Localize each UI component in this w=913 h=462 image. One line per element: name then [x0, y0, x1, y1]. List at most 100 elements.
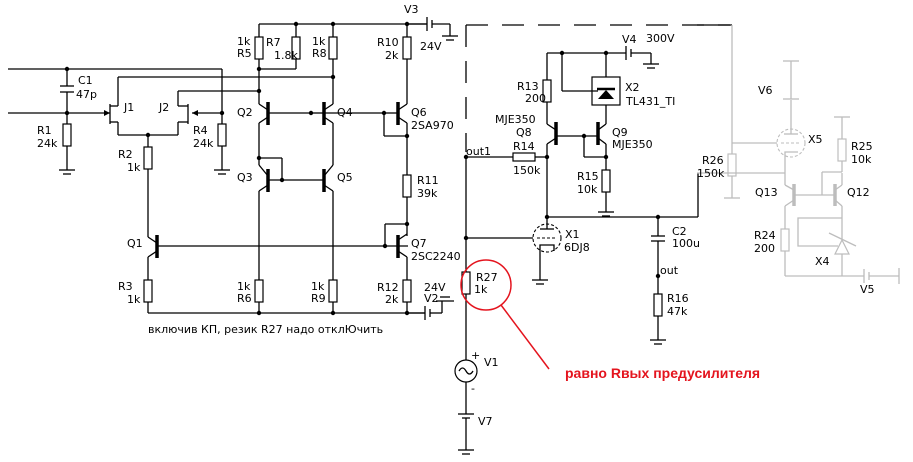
label-r11-value: 39k	[417, 187, 438, 200]
label-v1-minus: -	[471, 382, 475, 395]
resistor-R2	[143, 146, 153, 170]
label-q7-model: 2SC2240	[411, 250, 461, 263]
label-c2-value: 100u	[672, 237, 700, 250]
label-r3-value: 1k	[127, 293, 141, 306]
label-q9-model: MJE350	[612, 138, 653, 151]
label-r6-ref: R6	[237, 292, 252, 305]
label-r16-ref: R16	[667, 292, 689, 305]
label-r14-ref: R14	[513, 140, 535, 153]
vas-stage	[382, 17, 458, 320]
resistor-R6	[254, 279, 264, 303]
label-r7-value: 1.8k	[274, 49, 298, 62]
label-r14-value: 150k	[513, 164, 541, 177]
resistor-R15	[601, 169, 611, 193]
resistor-R14	[512, 152, 536, 162]
label-x4-ref: X4	[815, 255, 830, 268]
label-r15-ref: R15	[577, 170, 599, 183]
output-node	[454, 154, 550, 455]
label-net-out: out	[660, 264, 679, 277]
resistor-R5	[254, 36, 264, 60]
label-q6-ref: Q6	[411, 106, 427, 119]
label-v1-ref: V1	[484, 356, 499, 369]
label-r2-ref: R2	[118, 148, 133, 161]
label-x1-ref: X1	[565, 228, 580, 241]
disabled-stage	[697, 24, 900, 284]
resistor-R3	[143, 279, 153, 303]
resistor-R10	[402, 36, 412, 60]
label-r9-value: 1k	[311, 280, 325, 293]
label-r13-ref: R13	[517, 80, 539, 93]
label-r2-value: 1k	[127, 161, 141, 174]
label-q9-ref: Q9	[612, 126, 628, 139]
label-x5-ref: X5	[808, 133, 823, 146]
label-r10-value: 2k	[385, 49, 399, 62]
label-r26-value: 150k	[697, 167, 725, 180]
label-q6-model: 2SA970	[411, 119, 454, 132]
label-v3-value: 24V	[420, 40, 442, 53]
label-r15-value: 10k	[577, 183, 598, 196]
label-c1-ref: C1	[78, 74, 93, 87]
label-q3: Q3	[237, 171, 253, 184]
label-x2-ref: X2	[625, 81, 640, 94]
label-q13: Q13	[755, 186, 778, 199]
label-v2-ref: V2	[424, 292, 439, 305]
label-q4: Q4	[337, 106, 353, 119]
label-v7-ref: V7	[478, 415, 493, 428]
label-j2: J2	[158, 101, 169, 114]
label-r16-value: 47k	[667, 305, 688, 318]
resistor-R4	[217, 123, 227, 147]
label-v5-ref: V5	[860, 283, 875, 296]
label-x2-model: TL431_TI	[625, 95, 675, 108]
label-r27-value: 1k	[474, 283, 488, 296]
label-r12-value: 2k	[385, 293, 399, 306]
label-r7-ref: R7	[266, 36, 281, 49]
label-j1: J1	[123, 101, 134, 114]
label-r13-value: 200	[525, 92, 546, 105]
label-r8-ref: R8	[312, 47, 327, 60]
label-r12-ref: R12	[377, 281, 399, 294]
label-r24-ref: R24	[754, 229, 776, 242]
input-stage	[8, 66, 425, 314]
label-c1-value: 47p	[76, 88, 97, 101]
tube-stage	[466, 46, 699, 345]
label-r4-ref: R4	[193, 124, 208, 137]
label-r5-value: 1k	[237, 35, 251, 48]
label-x1-model: 6DJ8	[564, 241, 590, 254]
label-v2-value: 24V	[424, 281, 446, 294]
callout-line	[500, 304, 550, 370]
resistor-R25	[837, 138, 847, 162]
label-q1: Q1	[127, 237, 143, 250]
label-r4-value: 24k	[193, 137, 214, 150]
label-r25-value: 10k	[851, 153, 872, 166]
resistor-R16	[653, 293, 663, 317]
label-v3-ref: V3	[404, 3, 419, 16]
label-r26-ref: R26	[702, 154, 724, 167]
resistor-R9	[328, 279, 338, 303]
resistor-R1	[62, 123, 72, 147]
label-r25-ref: R25	[851, 140, 873, 153]
label-r11-ref: R11	[417, 174, 439, 187]
resistor-R24	[780, 228, 790, 252]
label-r8-value: 1k	[312, 35, 326, 48]
diff-stage	[230, 21, 427, 316]
label-q5: Q5	[337, 171, 353, 184]
label-v4-value: 300V	[646, 32, 675, 45]
label-r1-value: 24k	[37, 137, 58, 150]
label-v4-ref: V4	[622, 33, 637, 46]
labels: C1 47p R1 24k J1 J2 R4 24k R2 1k Q1 R3 1…	[37, 3, 875, 428]
label-r24-value: 200	[754, 242, 775, 255]
resistor-R12	[402, 279, 412, 303]
label-r10-ref: R10	[377, 36, 399, 49]
label-r1-ref: R1	[37, 124, 52, 137]
label-q12: Q12	[847, 186, 870, 199]
label-r6-value: 1k	[237, 280, 251, 293]
label-net-out1: out1	[466, 145, 491, 158]
resistor-R11	[402, 174, 412, 198]
label-q8-model: MJE350	[495, 113, 536, 126]
label-v1-plus: +	[471, 349, 480, 362]
label-q7-ref: Q7	[411, 237, 427, 250]
label-r5-ref: R5	[237, 47, 252, 60]
callout-text: равно Rвых предусилителя	[565, 365, 760, 381]
label-q8-ref: Q8	[516, 126, 532, 139]
